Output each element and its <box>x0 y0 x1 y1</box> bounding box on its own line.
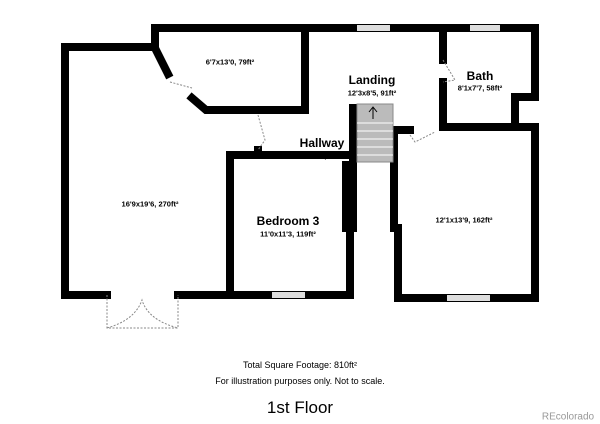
bedroom3-dims: 11'0x11'3, 119ft² <box>260 229 316 239</box>
hallway-dims: 8'4x4'0, 31ft² <box>299 151 345 161</box>
disclaimer: For illustration purposes only. Not to s… <box>215 376 385 386</box>
watermark: REcolorado <box>541 411 595 423</box>
large-room-dims: 16'9x19'6, 270ft² <box>121 199 179 209</box>
right-room-dims: 12'1x13'9, 162ft² <box>435 215 493 225</box>
bath-dims: 8'1x7'7, 58ft² <box>457 83 503 93</box>
total-square-footage: Total Square Footage: 810ft² <box>242 360 358 370</box>
landing-dims: 12'3x8'5, 91ft² <box>347 88 397 98</box>
landing-name: Landing <box>348 73 396 87</box>
walls <box>61 24 539 302</box>
stairs <box>356 103 394 163</box>
doors <box>106 59 456 329</box>
bedroom3-name: Bedroom 3 <box>256 214 320 228</box>
windows <box>272 25 500 301</box>
hallway-name: Hallway <box>299 136 345 150</box>
floor-title: 1st Floor <box>266 398 334 417</box>
storage-dims: 6'7x13'0, 79ft² <box>205 57 255 67</box>
bath-name: Bath <box>466 69 494 83</box>
stair-arrow-up-icon <box>368 106 378 119</box>
